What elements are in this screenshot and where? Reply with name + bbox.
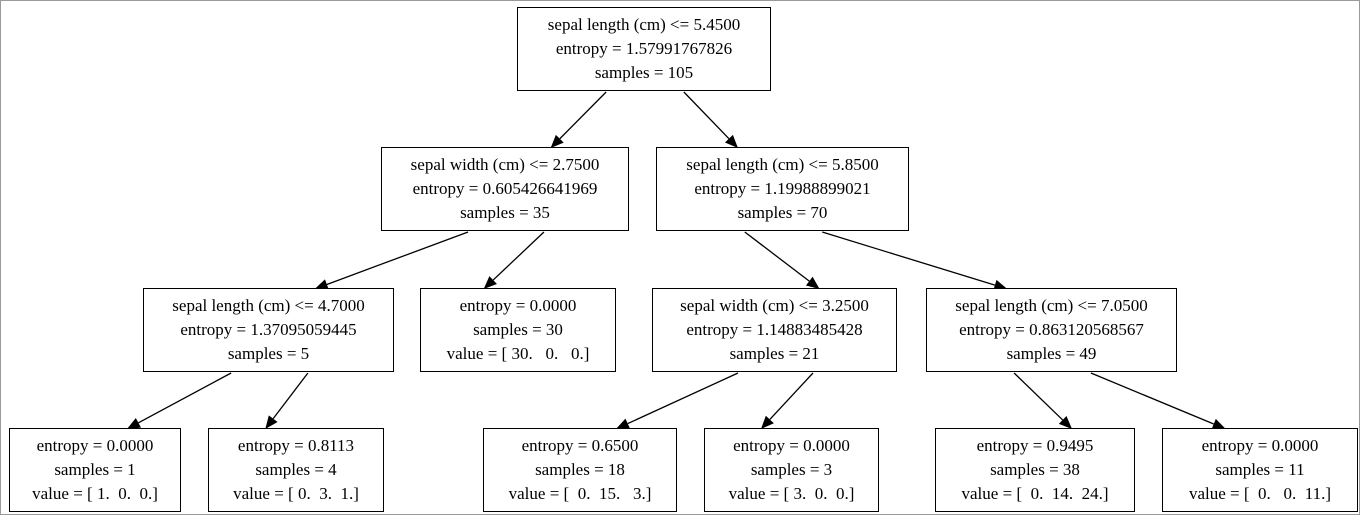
edge-line-n2-n6 (822, 231, 996, 286)
tree-node: sepal length (cm) <= 7.0500 entropy = 0.… (926, 288, 1177, 372)
edge-arrowhead-n1-n3 (314, 279, 329, 290)
node-samples: samples = 18 (535, 460, 625, 479)
tree-node-right: sepal length (cm) <= 5.8500 entropy = 1.… (656, 147, 909, 231)
node-entropy: entropy = 1.19988899021 (694, 179, 871, 198)
edge-line-n5-n9 (627, 372, 739, 425)
node-entropy: entropy = 0.0000 (733, 436, 850, 455)
tree-node: sepal length (cm) <= 4.7000 entropy = 1.… (143, 288, 394, 372)
edge-arrowhead-n3-n8 (265, 415, 278, 429)
node-samples: samples = 105 (594, 63, 694, 82)
edge-arrowhead-n6-n12 (1211, 418, 1226, 430)
node-samples: samples = 38 (990, 460, 1080, 479)
node-entropy: entropy = 1.14883485428 (686, 320, 863, 339)
edge-line-n6-n11 (1013, 372, 1064, 421)
edge-line-n5-n10 (769, 372, 814, 420)
tree-node: sepal width (cm) <= 3.2500 entropy = 1.1… (652, 288, 897, 372)
edge-arrowhead-n2-n5 (805, 276, 820, 289)
node-split: sepal length (cm) <= 4.7000 (172, 296, 365, 315)
node-entropy: entropy = 0.0000 (36, 436, 154, 455)
tree-node-left: sepal width (cm) <= 2.7500 entropy = 0.6… (381, 147, 629, 231)
edge-arrowhead-n3-n7 (126, 417, 142, 429)
edge-arrowhead-n1-n4 (483, 276, 497, 289)
node-samples: samples = 3 (750, 460, 833, 479)
tree-leaf-node: entropy = 0.9495 samples = 38 value = [ … (935, 428, 1135, 512)
edge-line-n3-n7 (138, 372, 232, 424)
edge-arrowhead-n5-n9 (615, 418, 631, 429)
node-entropy: entropy = 0.863120568567 (959, 320, 1144, 339)
edge-arrowhead-n0-n2 (724, 134, 738, 148)
node-entropy: entropy = 1.37095059445 (180, 320, 357, 339)
edge-arrowhead-n6-n11 (1058, 416, 1072, 429)
node-value: value = [ 0. 14. 24.] (961, 484, 1109, 503)
node-samples: samples = 4 (255, 460, 337, 479)
node-value: value = [ 0. 3. 1.] (233, 484, 359, 503)
node-samples: samples = 70 (737, 203, 828, 222)
node-value: value = [ 3. 0. 0.] (728, 484, 855, 503)
node-split: sepal length (cm) <= 7.0500 (955, 296, 1148, 315)
tree-leaf-node: entropy = 0.0000 samples = 3 value = [ 3… (704, 428, 879, 512)
node-samples: samples = 11 (1215, 460, 1305, 479)
node-split: sepal length (cm) <= 5.8500 (686, 155, 879, 174)
node-value: value = [ 30. 0. 0.] (446, 344, 590, 363)
tree-leaf-node: entropy = 0.0000 samples = 11 value = [ … (1162, 428, 1358, 512)
node-split: sepal length (cm) <= 5.4500 (547, 15, 741, 34)
edge-line-n1-n3 (326, 231, 469, 286)
edge-line-n3-n8 (272, 372, 309, 420)
node-entropy: entropy = 0.0000 (459, 296, 577, 315)
edge-arrowhead-n5-n10 (761, 415, 774, 429)
node-entropy: entropy = 0.8113 (237, 436, 355, 455)
tree-leaf-node: entropy = 0.0000 samples = 30 value = [ … (420, 288, 616, 372)
node-samples: samples = 30 (473, 320, 563, 339)
node-samples: samples = 1 (54, 460, 136, 479)
node-samples: samples = 5 (227, 344, 310, 363)
node-samples: samples = 49 (1006, 344, 1097, 363)
node-split: sepal width (cm) <= 3.2500 (680, 296, 869, 315)
edge-arrowhead-n2-n6 (993, 279, 1008, 291)
node-samples: samples = 21 (729, 344, 820, 363)
edge-arrowhead-n0-n1 (550, 134, 564, 148)
node-entropy: entropy = 1.57991767826 (555, 39, 733, 58)
edge-line-n0-n1 (559, 91, 607, 140)
node-entropy: entropy = 0.0000 (1201, 436, 1319, 455)
tree-leaf-node: entropy = 0.0000 samples = 1 value = [ 1… (9, 428, 181, 512)
node-value: value = [ 0. 0. 11.] (1188, 484, 1332, 503)
node-entropy: entropy = 0.6500 (521, 436, 639, 455)
edge-line-n1-n4 (492, 231, 545, 281)
node-value: value = [ 0. 15. 3.] (508, 484, 652, 503)
edge-line-n0-n2 (683, 91, 730, 140)
node-entropy: entropy = 0.605426641969 (412, 179, 598, 198)
node-value: value = [ 1. 0. 0.] (32, 484, 158, 503)
edge-line-n2-n5 (744, 231, 810, 282)
tree-leaf-node: entropy = 0.8113 samples = 4 value = [ 0… (208, 428, 384, 512)
edge-line-n6-n12 (1090, 372, 1214, 425)
tree-node-root: sepal length (cm) <= 5.4500 entropy = 1.… (517, 7, 771, 91)
node-entropy: entropy = 0.9495 (976, 436, 1094, 455)
node-samples: samples = 35 (460, 203, 550, 222)
node-split: sepal width (cm) <= 2.7500 (410, 155, 600, 174)
tree-leaf-node: entropy = 0.6500 samples = 18 value = [ … (483, 428, 677, 512)
